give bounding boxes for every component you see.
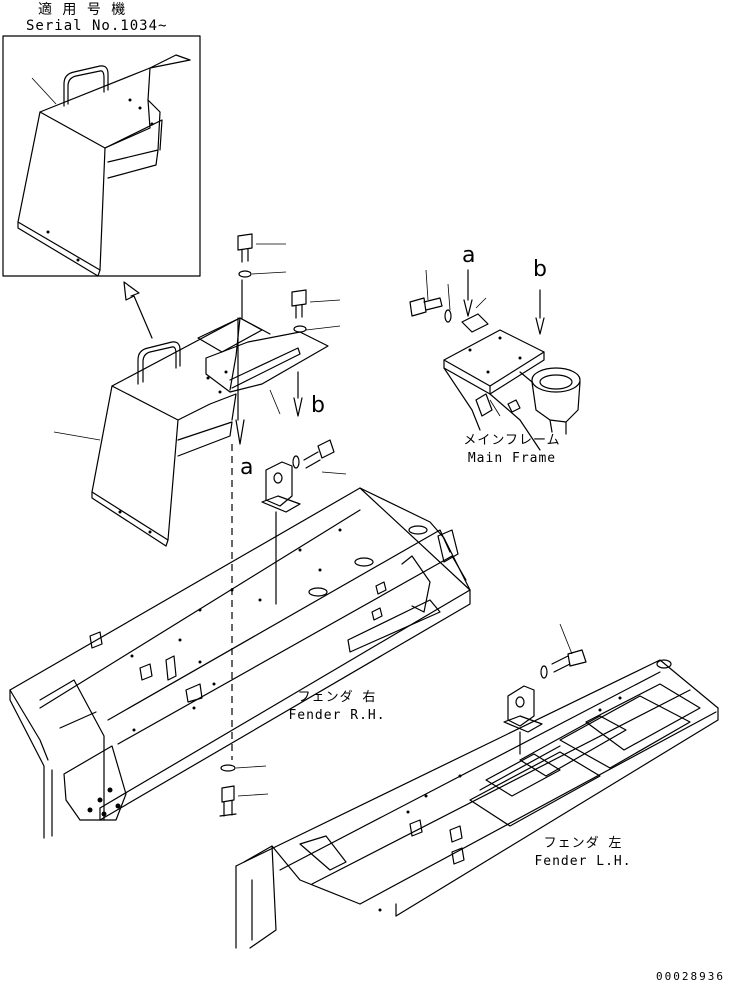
drawing-code: 00028936 [656, 970, 725, 983]
main-frame-label-jp: メインフレーム [463, 433, 561, 448]
fender-rh-label-jp: フェンダ 右 [297, 690, 377, 705]
cover-bolt-stack-a [235, 233, 287, 445]
inset-cover-part [17, 54, 191, 277]
reference-b-frame: b [533, 257, 547, 282]
applicable-serial-label-jp: 適 用 号 機 [38, 2, 127, 18]
fender-rh-label-en: Fender R.H. [288, 708, 386, 723]
inset-variant-box [2, 35, 201, 277]
inset-pointer-arrow [123, 281, 153, 339]
fender-lh-label-en: Fender L.H. [534, 854, 632, 869]
cover-bolt-stack-b [291, 289, 341, 417]
main-frame-detail [409, 269, 581, 451]
reference-a-cover: a [240, 455, 254, 480]
main-frame-label-en: Main Frame [467, 451, 557, 466]
fender-lh-part [235, 623, 719, 949]
cover-plates [197, 317, 329, 415]
center-bracket [261, 439, 347, 605]
rh-bolt-stack [219, 764, 269, 817]
reference-b-cover: b [311, 393, 325, 418]
fender-rh-part [9, 444, 471, 839]
fender-lh-label-jp: フェンダ 左 [543, 836, 623, 851]
reference-a-frame: a [462, 243, 476, 268]
main-frame-leader [489, 399, 501, 417]
serial-number-label: Serial No.1034~ [26, 18, 168, 34]
